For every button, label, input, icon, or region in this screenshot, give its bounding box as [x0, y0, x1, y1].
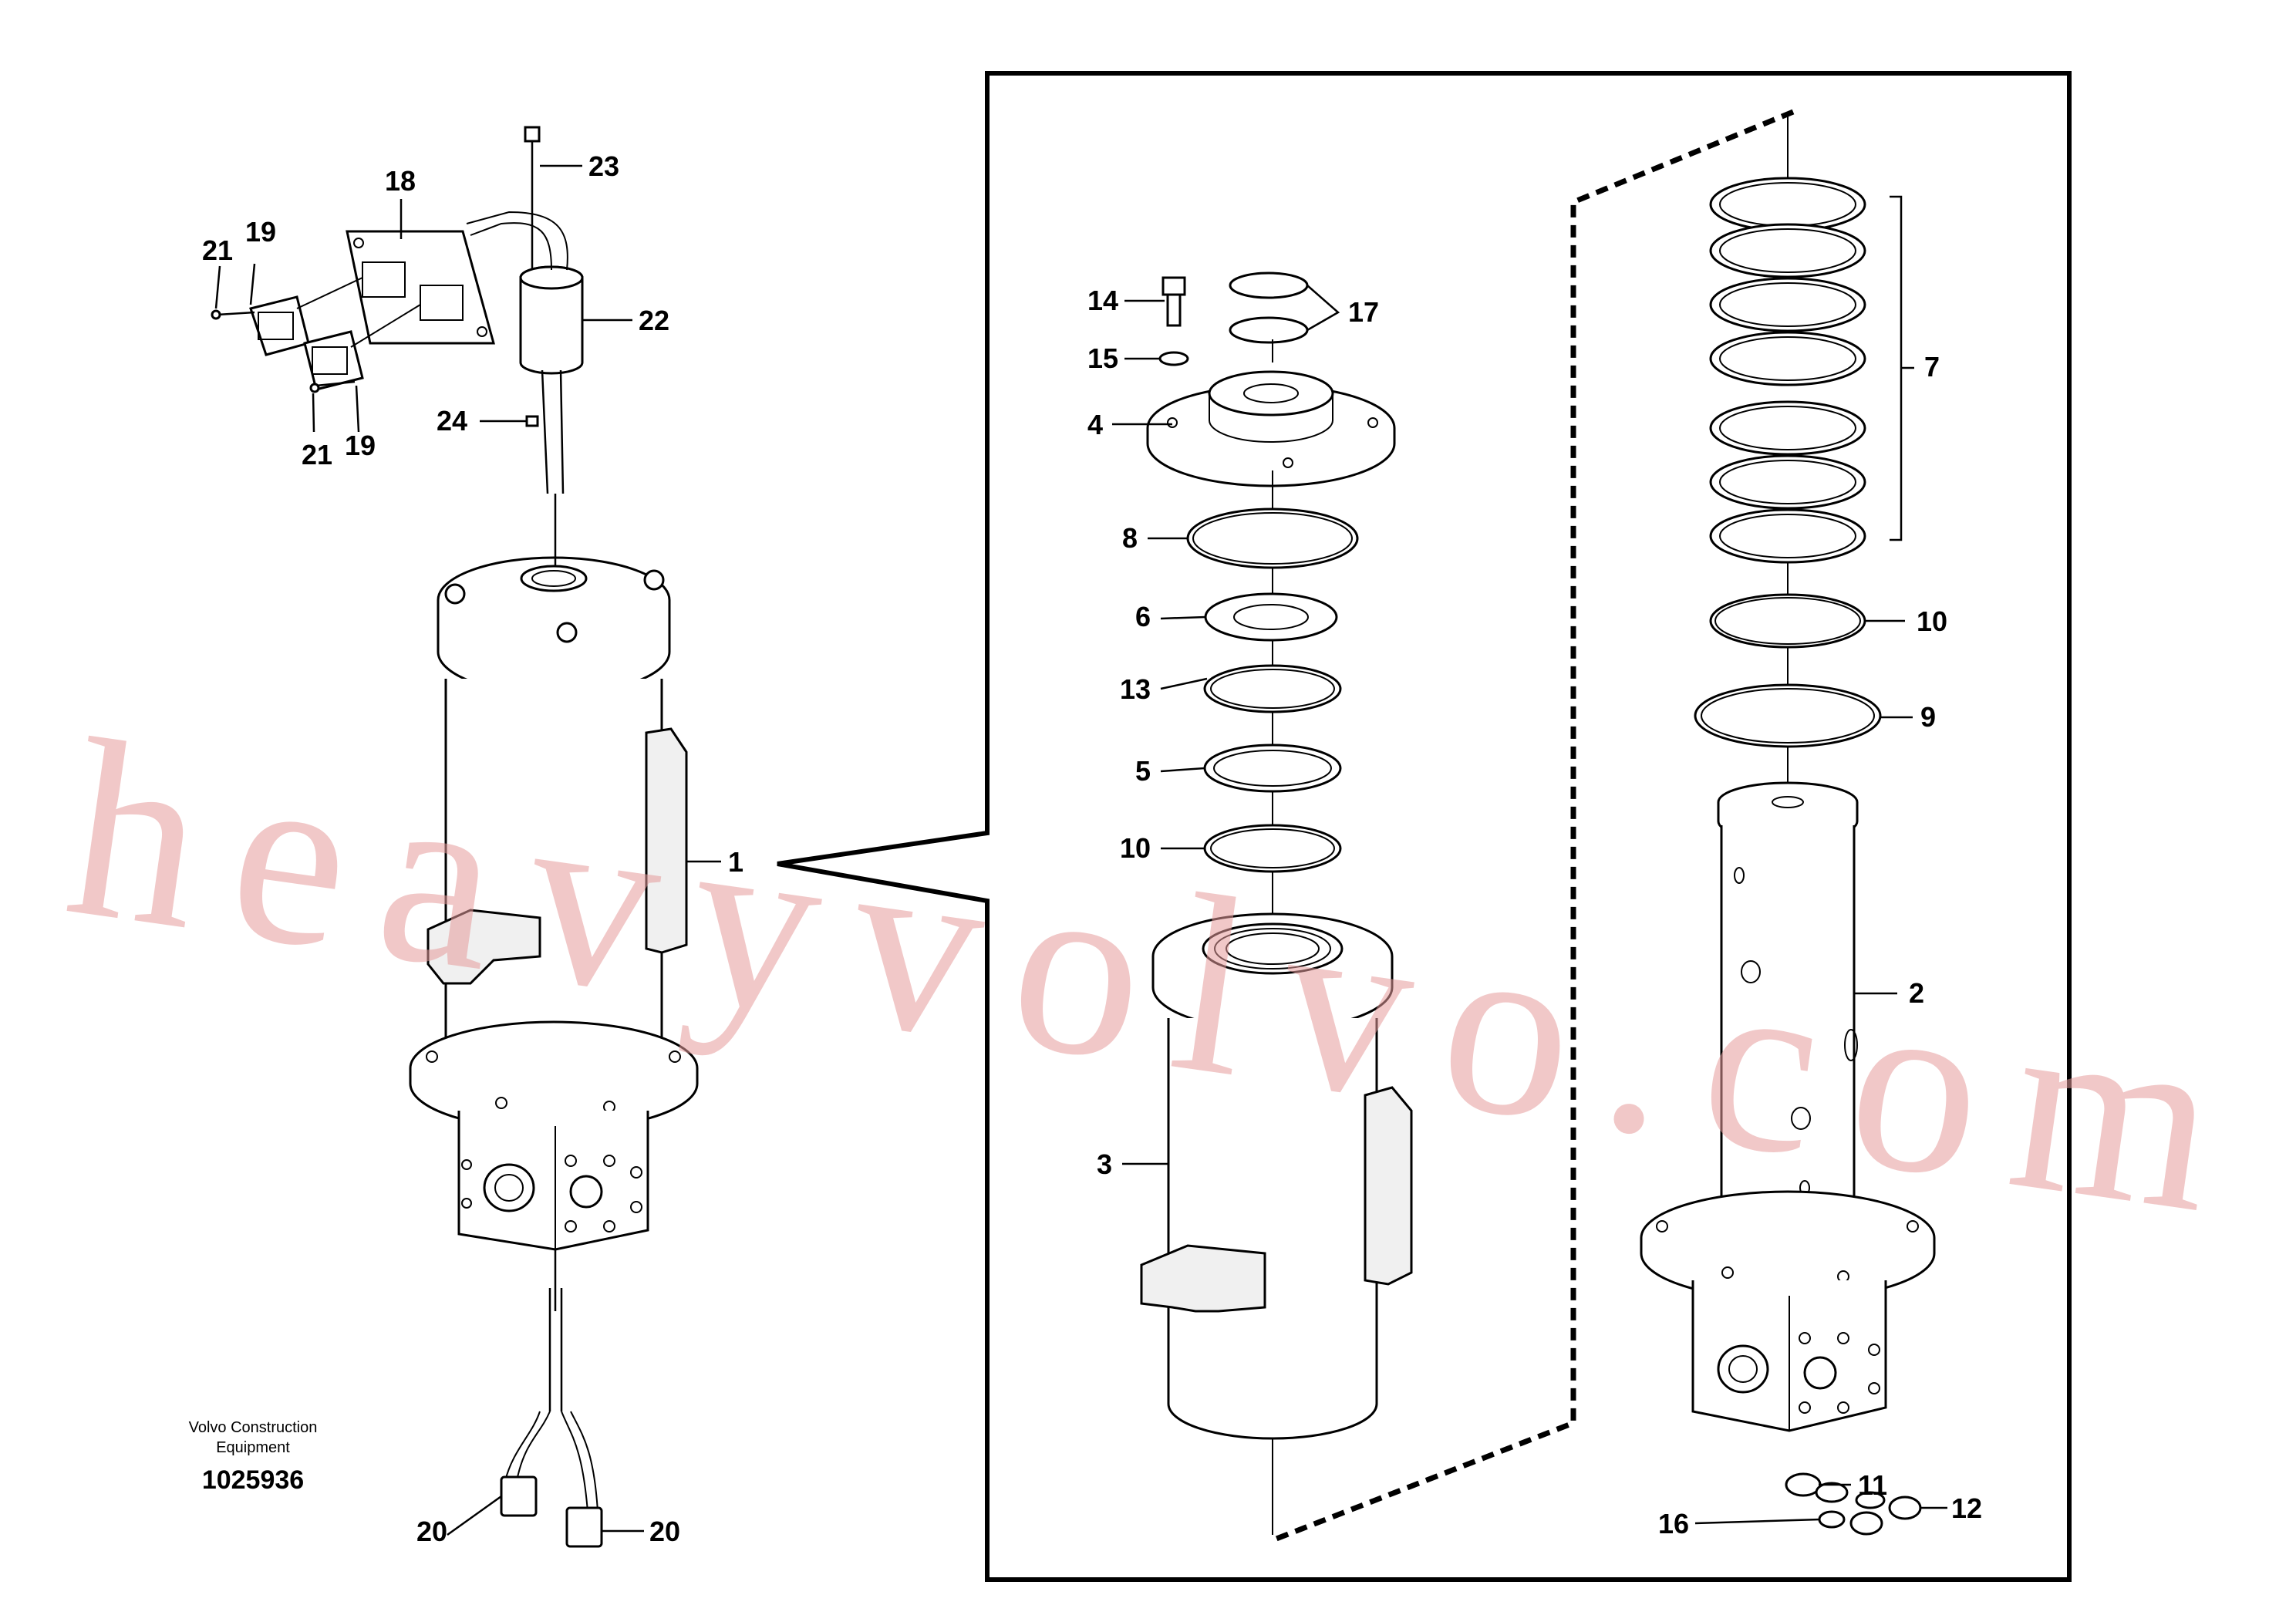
callout-15: 15 [1087, 342, 1118, 374]
credit-line-1: Volvo Construction [189, 1419, 318, 1436]
callout-7: 7 [1924, 351, 1940, 383]
swivel-assembly [409, 556, 699, 1251]
spool-components [1640, 116, 1936, 1536]
callout-13: 13 [1120, 673, 1151, 705]
callout-11: 11 [1858, 1469, 1887, 1501]
callout-16: 16 [1658, 1508, 1689, 1539]
credit-block: Volvo Construction Equipment 1025936 [189, 1419, 318, 1495]
callout-8: 8 [1122, 522, 1138, 554]
callout-18: 18 [385, 165, 416, 197]
leader-lines [214, 164, 1947, 1536]
callout-1: 1 [728, 846, 743, 878]
callout-12: 12 [1951, 1492, 1982, 1524]
callout-20-left: 20 [416, 1516, 447, 1547]
callout-20-right: 20 [649, 1516, 680, 1547]
detail-frame [777, 71, 2072, 1582]
callout-19-upper: 19 [245, 216, 276, 248]
callout-5: 5 [1135, 755, 1151, 787]
callout-19-lower: 19 [345, 430, 376, 461]
callout-2: 2 [1909, 977, 1924, 1009]
callout-4: 4 [1087, 409, 1103, 440]
harness-connectors [500, 1288, 603, 1548]
callout-21-upper: 21 [202, 234, 233, 266]
callout-10-spool: 10 [1917, 605, 1947, 637]
callout-14: 14 [1087, 285, 1118, 316]
callout-10-housing: 10 [1120, 832, 1151, 864]
callout-labels: 1 2 3 4 5 6 7 8 9 10 10 11 12 13 14 15 1… [202, 150, 1982, 1547]
callout-22: 22 [639, 305, 669, 336]
callout-17: 17 [1348, 296, 1379, 328]
callout-6: 6 [1135, 601, 1151, 632]
sensor-plate-assembly [211, 126, 584, 494]
document-number: 1025936 [202, 1465, 304, 1495]
housing-components [1140, 271, 1413, 1535]
callout-24: 24 [437, 405, 467, 437]
section-divider [1275, 109, 1795, 1542]
callout-23: 23 [588, 150, 619, 182]
callout-9: 9 [1920, 701, 1936, 733]
callout-21-lower: 21 [302, 439, 332, 470]
credit-line-2: Equipment [216, 1439, 290, 1456]
callout-3: 3 [1097, 1148, 1112, 1180]
